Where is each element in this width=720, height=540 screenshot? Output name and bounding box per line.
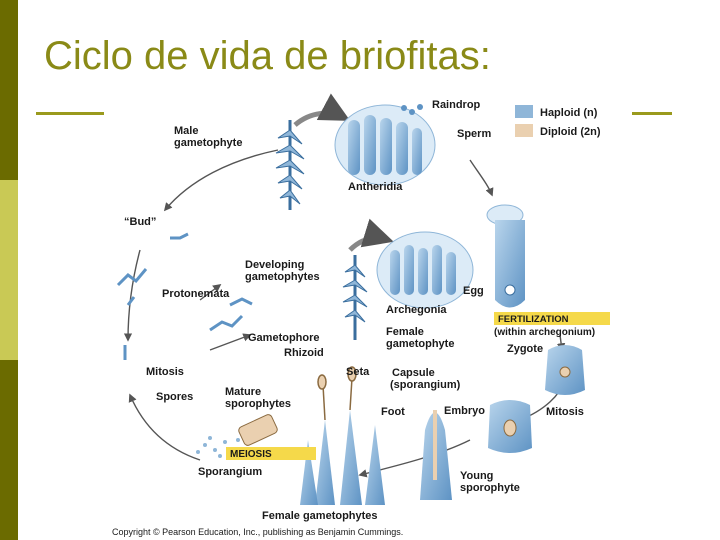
slide-sidebar: [0, 0, 18, 540]
label-rhizoid: Rhizoid: [284, 347, 324, 359]
arrow-gametophore: [209, 333, 252, 351]
label-young-2: sporophyte: [460, 482, 520, 494]
meiosis-banner: [226, 447, 316, 460]
label-female-gametophyte-2: gametophyte: [386, 338, 454, 350]
arrow-sperm: [469, 159, 494, 197]
arrow-spores: [128, 393, 201, 461]
label-sperm: Sperm: [457, 128, 491, 140]
gametophore-illustration: [342, 255, 368, 340]
zygote-illustration: [545, 345, 585, 395]
embryo-illustration: [488, 400, 532, 453]
label-antheridia: Antheridia: [348, 181, 403, 193]
mature-sporophytes-illustration: [317, 366, 357, 421]
label-sporangium: Sporangium: [198, 466, 262, 478]
sidebar-block-dark-bottom: [0, 360, 18, 540]
label-raindrop: Raindrop: [432, 99, 481, 111]
arrow-bud-to-mitosis: [123, 249, 141, 342]
label-gametophore: Gametophore: [248, 332, 320, 344]
sidebar-block-light: [0, 180, 18, 360]
label-female-gametophytes: Female gametophytes: [262, 510, 378, 522]
legend-diploid-label: Diploid (2n): [540, 126, 601, 138]
label-mature-1: Mature: [225, 386, 261, 398]
label-developing-2: gametophytes: [245, 271, 320, 283]
big-arrow-female: [348, 218, 394, 252]
copyright-text: Copyright © Pearson Education, Inc., pub…: [112, 527, 403, 537]
sidebar-block-dark: [0, 0, 18, 180]
label-egg: Egg: [463, 285, 484, 297]
arrow-protonemata: [199, 283, 222, 301]
legend-haploid-label: Haploid (n): [540, 107, 598, 119]
fertilization-banner: [494, 312, 610, 325]
label-foot: Foot: [381, 406, 405, 418]
title-rule-right: [632, 112, 672, 115]
label-meiosis: MEIOSIS: [230, 449, 272, 460]
label-spores: Spores: [156, 391, 193, 403]
label-seta: Seta: [346, 366, 370, 378]
label-mitosis-left: Mitosis: [146, 366, 184, 378]
label-mature-2: sporophytes: [225, 398, 291, 410]
label-capsule-1: Capsule: [392, 367, 435, 379]
sporangium-illustration: [196, 414, 278, 458]
label-protonemata: Protonemata: [162, 288, 230, 300]
label-embryo: Embryo: [444, 405, 485, 417]
label-female-gametophyte-1: Female: [386, 326, 424, 338]
young-sporophyte-illustration: [420, 410, 452, 500]
label-capsule-2: (sporangium): [390, 379, 461, 391]
label-young-1: Young: [460, 470, 493, 482]
label-within-archegonium: (within archegonium): [494, 327, 595, 338]
label-mitosis-right: Mitosis: [546, 406, 584, 418]
legend: Haploid (n) Diploid (2n): [515, 105, 601, 138]
male-gametophyte-illustration: [275, 120, 305, 210]
protonemata-illustration: [116, 232, 253, 360]
antheridia-illustration: [334, 104, 436, 186]
female-gametophytes-illustration: [300, 410, 385, 505]
label-male-gametophyte-2: gametophyte: [174, 137, 242, 149]
label-archegonia: Archegonia: [386, 304, 447, 316]
label-developing-1: Developing: [245, 259, 304, 271]
label-bud: “Bud”: [124, 216, 156, 228]
label-fertilization: FERTILIZATION: [498, 314, 569, 325]
arrow-male-to-bud: [163, 149, 279, 212]
legend-haploid-swatch: [515, 105, 533, 118]
label-male-gametophyte-1: Male: [174, 125, 198, 137]
label-zygote: Zygote: [507, 343, 543, 355]
fertilization-archegonium: [486, 204, 525, 308]
title-rule-left: [36, 112, 104, 115]
slide-title: Ciclo de vida de briofitas:: [44, 34, 491, 78]
legend-diploid-swatch: [515, 124, 533, 137]
big-arrow-male: [293, 93, 351, 127]
archegonia-illustration: [376, 231, 474, 309]
